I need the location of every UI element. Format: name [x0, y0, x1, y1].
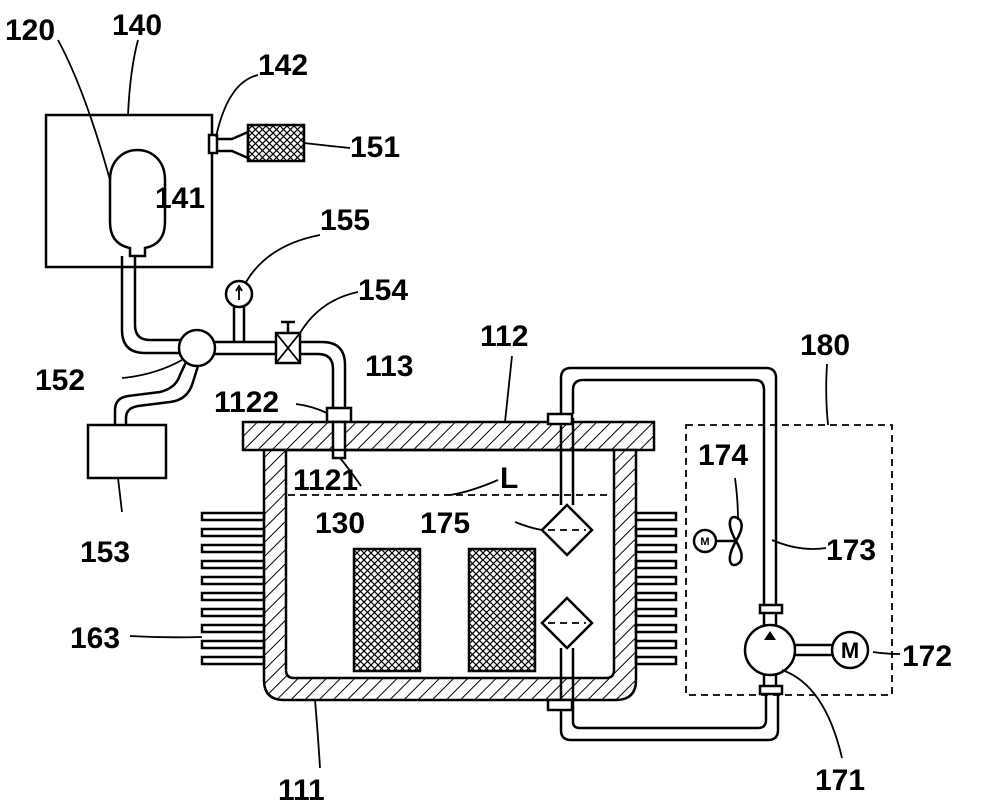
label-174: 174 [698, 439, 748, 472]
pump-171 [745, 605, 795, 694]
connector-141 [209, 132, 248, 158]
label-141: 141 [155, 182, 205, 215]
cooling-fins-left-163 [202, 513, 264, 664]
cooling-fins-right [636, 513, 676, 664]
label-112: 112 [480, 320, 528, 353]
label-1121: 1121 [293, 464, 358, 497]
pump-motor-172: M [795, 632, 868, 668]
label-142: 142 [258, 49, 308, 82]
label-171: 171 [815, 764, 865, 797]
battery-cell-130-b [469, 549, 535, 671]
label-173: 173 [826, 534, 876, 567]
fan-motor-label: M [700, 536, 709, 548]
valve-154 [276, 322, 300, 363]
label-152: 152 [35, 364, 85, 397]
return-pipe-top [561, 368, 776, 605]
inlet-tube-1121 [333, 422, 345, 458]
tank-cover-112 [243, 422, 654, 450]
box-153 [88, 425, 166, 478]
three-way-valve-152 [179, 330, 215, 366]
label-120: 120 [5, 14, 55, 47]
label-154: 154 [358, 274, 408, 307]
pump-motor-label: M [841, 638, 859, 663]
label-172: 172 [902, 640, 952, 673]
label-153: 153 [80, 536, 130, 569]
fan-174: M [694, 517, 742, 565]
battery-cell-130-a [354, 549, 420, 671]
label-163: 163 [70, 622, 120, 655]
flange-1122 [327, 408, 351, 422]
label-180: 180 [800, 329, 850, 362]
pipe-bag-to-valve [122, 256, 182, 353]
filter-151 [248, 125, 304, 161]
label-130: 130 [315, 507, 365, 540]
label-155: 155 [320, 204, 370, 237]
label-L: L [500, 462, 518, 495]
label-140: 140 [112, 9, 162, 42]
pressure-gauge-155 [226, 281, 252, 342]
label-111: 111 [278, 774, 325, 807]
label-151: 151 [350, 131, 400, 164]
label-113: 113 [365, 350, 413, 383]
label-175: 175 [420, 507, 470, 540]
label-1122: 1122 [214, 386, 279, 419]
